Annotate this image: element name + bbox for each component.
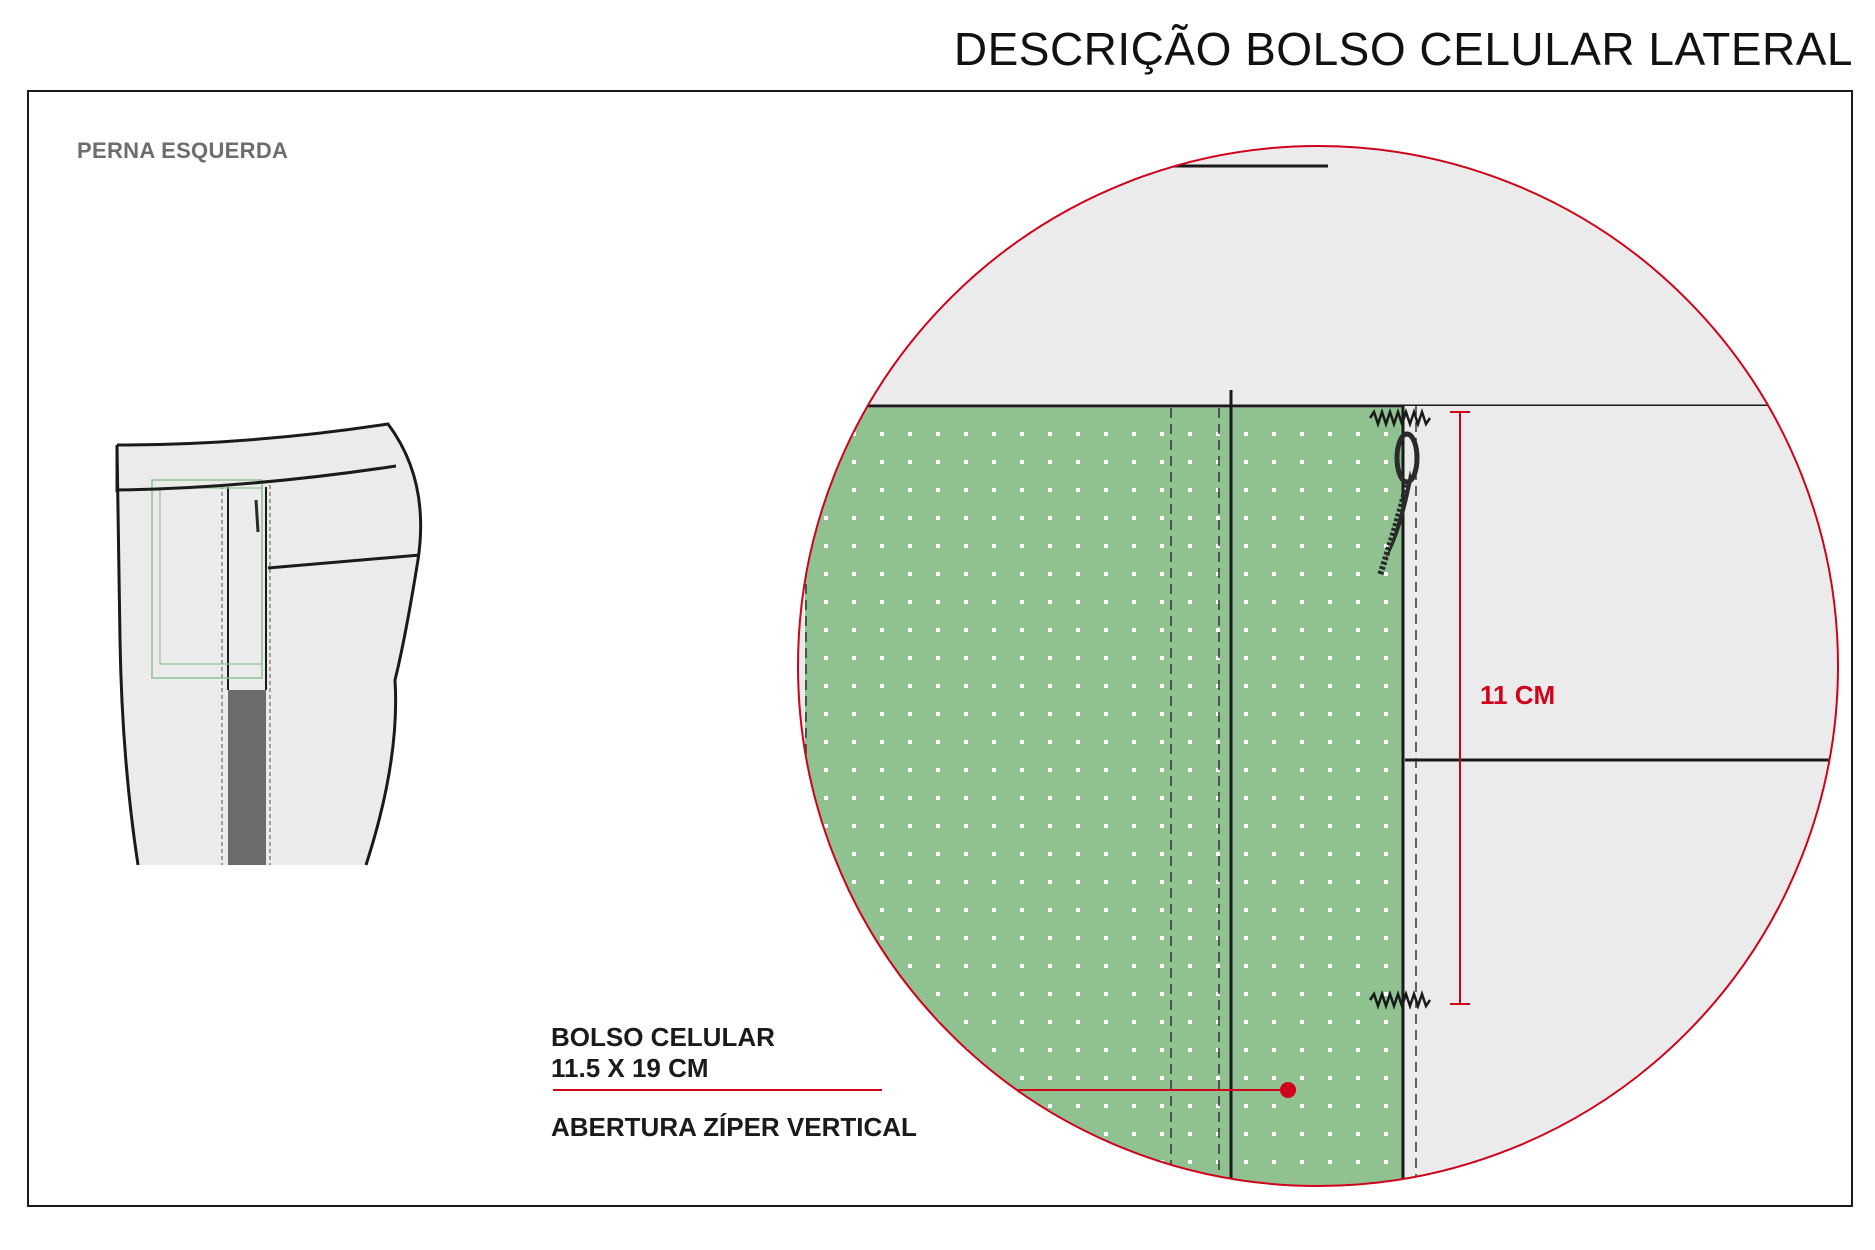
callout-dot bbox=[1280, 1082, 1296, 1098]
magnifier-circle bbox=[797, 145, 1839, 1187]
side-stripe-dark bbox=[228, 690, 266, 865]
left-leg-label: PERNA ESQUERDA bbox=[77, 138, 289, 163]
pant-leg-outline bbox=[115, 422, 423, 866]
detail-magnifier bbox=[553, 145, 1839, 1187]
zipper-bottom-stop bbox=[1368, 990, 1432, 1010]
pant-leg-fill bbox=[117, 424, 421, 865]
callout-zipper-opening: ABERTURA ZÍPER VERTICAL bbox=[551, 1112, 917, 1142]
page-title: DESCRIÇÃO BOLSO CELULAR LATERAL bbox=[953, 23, 1853, 75]
zipper-top-stop bbox=[1368, 408, 1432, 428]
waistband bbox=[798, 146, 1838, 406]
dimension-label: 11 CM bbox=[1480, 680, 1556, 710]
zipper-pull-icon bbox=[1377, 431, 1420, 576]
callout-pocket-size: 11.5 X 19 CM bbox=[551, 1053, 709, 1083]
pant-leg-overview bbox=[115, 422, 423, 866]
drawing-frame bbox=[27, 90, 1853, 1207]
callout-pocket-name: BOLSO CELULAR bbox=[551, 1022, 775, 1052]
dimension-11cm bbox=[1450, 411, 1470, 1005]
